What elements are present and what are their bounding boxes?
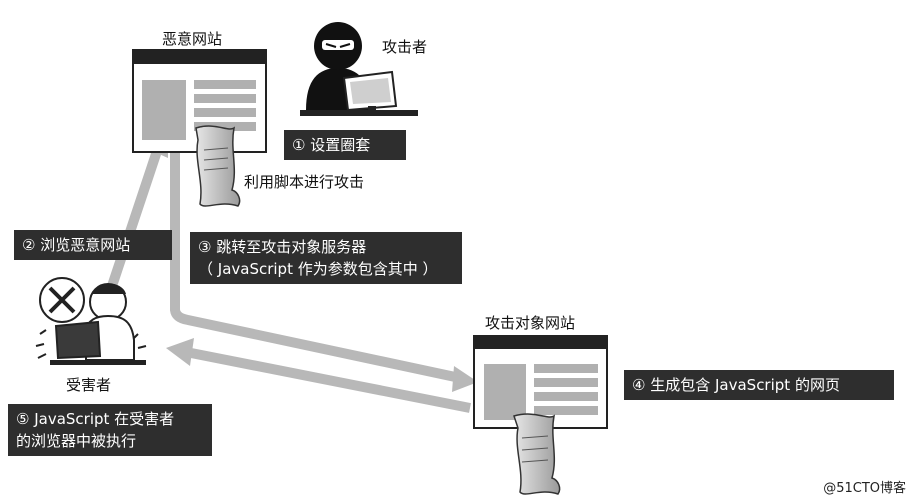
target-site-window <box>473 335 608 429</box>
step-5-box: ⑤ JavaScript 在受害者 的浏览器中被执行 <box>8 404 212 456</box>
watermark: @51CTO博客 <box>823 481 906 496</box>
malicious-site-window <box>132 49 267 153</box>
victim-icon <box>35 277 147 365</box>
attacker-icon <box>300 22 418 116</box>
script-attack-label: 利用脚本进行攻击 <box>244 173 365 191</box>
script-paper-icon <box>195 125 241 207</box>
attacker-label: 攻击者 <box>382 38 428 56</box>
step-3-line-1: ③ 跳转至攻击对象服务器 <box>198 238 367 256</box>
step-3-box: ③ 跳转至攻击对象服务器 （ JavaScript 作为参数包含其中 ） <box>190 232 462 284</box>
step-2-box: ② 浏览恶意网站 <box>14 230 172 260</box>
step-3-line-2: （ JavaScript 作为参数包含其中 ） <box>198 260 438 278</box>
arrow-malicious-to-target <box>170 140 478 392</box>
step-1-box: ① 设置圈套 <box>284 130 406 160</box>
step-5-line-2: 的浏览器中被执行 <box>16 432 137 450</box>
victim-label: 受害者 <box>66 376 112 394</box>
arrow-victim-to-malicious <box>107 132 168 288</box>
step-2-line-1: ② 浏览恶意网站 <box>22 236 131 254</box>
step-1-line-1: ① 设置圈套 <box>292 136 371 154</box>
target-site-label: 攻击对象网站 <box>485 314 576 332</box>
step-5-line-1: ⑤ JavaScript 在受害者 <box>16 410 175 428</box>
step-4-line-1: ④ 生成包含 JavaScript 的网页 <box>632 376 840 394</box>
generated-page-paper-icon <box>513 413 561 495</box>
step-4-box: ④ 生成包含 JavaScript 的网页 <box>624 370 894 400</box>
arrow-target-to-victim <box>166 338 471 413</box>
malicious-site-label: 恶意网站 <box>162 30 223 48</box>
